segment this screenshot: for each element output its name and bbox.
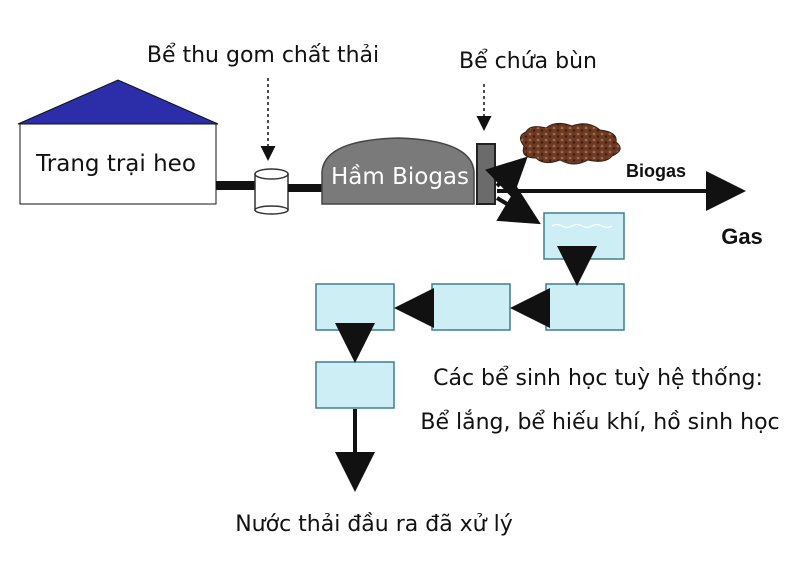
collection-tank bbox=[254, 168, 289, 215]
pig-farm-label: Trang trại heo bbox=[35, 151, 196, 177]
arrow-to-cloud bbox=[485, 156, 528, 199]
pipe-farm-to-collection bbox=[216, 181, 260, 190]
sludge-tank-label: Bể chứa bùn bbox=[459, 49, 597, 74]
output-water-label: Nước thải đầu ra đã xử lý bbox=[235, 512, 513, 537]
digester-label: Hầm Biogas bbox=[331, 164, 469, 190]
biogas-digester: Hầm Biogas bbox=[321, 137, 475, 205]
bio-tanks-desc-line1: Các bể sinh học tuỳ hệ thống: bbox=[433, 366, 763, 391]
bio-tank-3 bbox=[431, 283, 511, 331]
pig-farm: Trang trại heo bbox=[17, 79, 219, 205]
arrow-to-tank-1 bbox=[495, 186, 541, 225]
collection-tank-bottom bbox=[254, 205, 289, 215]
farm-building bbox=[19, 123, 217, 205]
farm-roof bbox=[17, 79, 219, 125]
bio-tank-1 bbox=[543, 212, 625, 260]
biogas-cloud bbox=[520, 122, 621, 165]
bio-tank-4 bbox=[315, 283, 395, 331]
digester-dome bbox=[321, 137, 475, 205]
sludge-tank bbox=[476, 143, 496, 205]
collection-tank-label: Bể thu gom chất thải bbox=[147, 43, 379, 68]
gas-label: Gas bbox=[721, 224, 763, 249]
pipe-collection-to-digester bbox=[288, 184, 328, 192]
bio-tanks-desc-line2: Bể lắng, bể hiếu khí, hồ sinh học bbox=[420, 410, 779, 435]
bio-tank-2 bbox=[545, 283, 625, 331]
bio-tank-5 bbox=[315, 361, 395, 409]
collection-tank-top bbox=[254, 168, 289, 180]
biological-tanks bbox=[315, 212, 625, 409]
biogas-label: Biogas bbox=[626, 161, 686, 181]
